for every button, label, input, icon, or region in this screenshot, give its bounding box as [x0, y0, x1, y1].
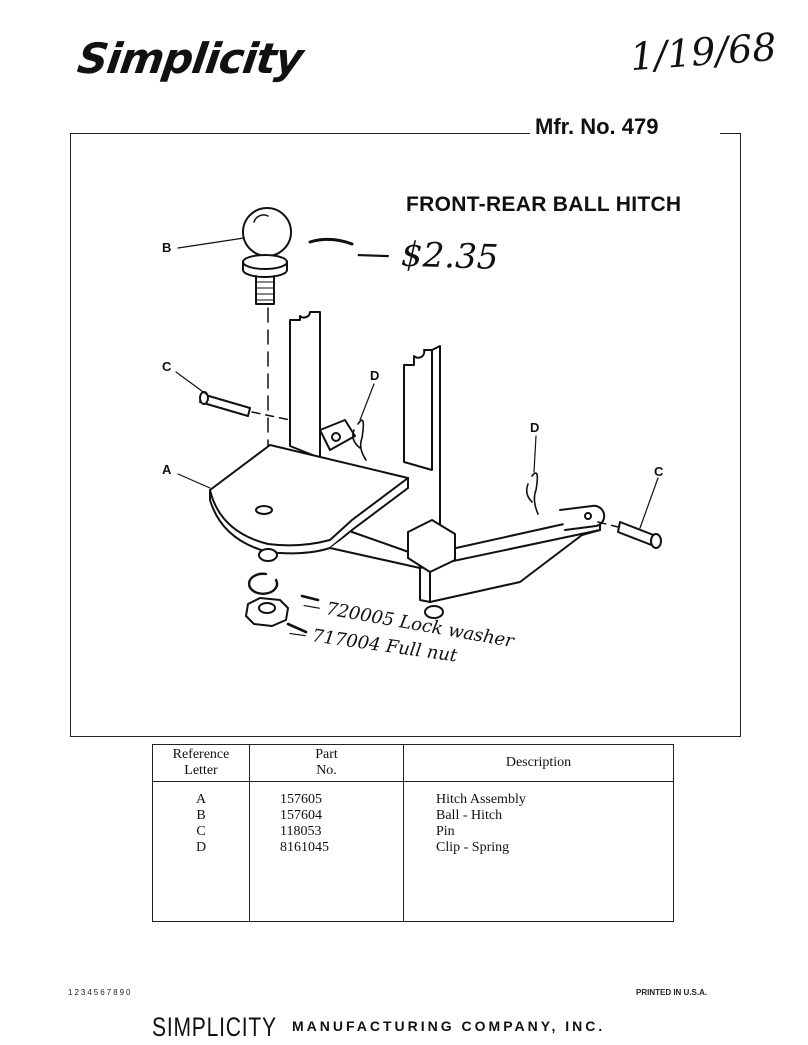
callout-a: A: [162, 462, 172, 477]
footer-company-name: MANUFACTURING COMPANY, INC.: [292, 1018, 606, 1034]
table-cell: Hitch Assembly: [436, 792, 526, 807]
lock-washer-part: [247, 572, 279, 595]
table-cell: Clip - Spring: [436, 840, 510, 855]
table-cell: 118053: [280, 824, 322, 839]
callout-b: B: [162, 240, 171, 255]
mfr-rule-right: [720, 133, 741, 134]
table-cell: Pin: [436, 824, 455, 839]
header-part-no: Part No.: [249, 744, 404, 782]
table-cell: 8161045: [280, 840, 329, 855]
callout-c-right: C: [654, 464, 664, 479]
table-cell: B: [196, 808, 206, 823]
description-column: Hitch Assembly Ball - Hitch Pin Clip - S…: [403, 781, 674, 922]
mfr-rule-left: [70, 133, 530, 134]
printed-in-usa: PRINTED IN U.S.A.: [636, 988, 708, 997]
frame-left: [70, 133, 71, 736]
callout-c-left: C: [162, 359, 172, 374]
header-ref-letter: Reference Letter: [152, 744, 250, 782]
footer-simplicity-logo: SIMPLICITY: [152, 1012, 277, 1042]
mfr-number: Mfr. No. 479: [535, 114, 659, 139]
number-strip: 1234567890: [68, 988, 133, 997]
table-cell: 157605: [280, 792, 322, 807]
pin-right-part: [597, 521, 662, 549]
pin-left-part: [199, 391, 291, 421]
frame-right: [740, 133, 741, 736]
table-cell: C: [196, 824, 206, 839]
callout-d-left: D: [370, 368, 379, 383]
header-description: Description: [403, 744, 674, 782]
hitch-ball-part: [242, 207, 292, 305]
table-cell: Ball - Hitch: [436, 808, 503, 823]
full-nut-part: [245, 597, 289, 627]
callout-d-right: D: [530, 420, 539, 435]
part-column: 157605 157604 118053 8161045: [249, 781, 404, 922]
table-cell: 157604: [280, 808, 322, 823]
parts-table: Reference Letter Part No. Description A …: [152, 744, 674, 922]
letter-column: A B C D: [152, 781, 250, 922]
table-cell: A: [195, 792, 207, 807]
frame-bottom: [70, 736, 741, 737]
handwritten-price: — $2.35: [356, 233, 499, 278]
spring-clip-right-part: [525, 472, 539, 515]
diagram-title: FRONT-REAR BALL HITCH: [406, 193, 682, 216]
hitch-assembly-part: [209, 311, 606, 619]
spring-clip-left-part: [352, 419, 367, 461]
table-cell: D: [195, 840, 207, 855]
